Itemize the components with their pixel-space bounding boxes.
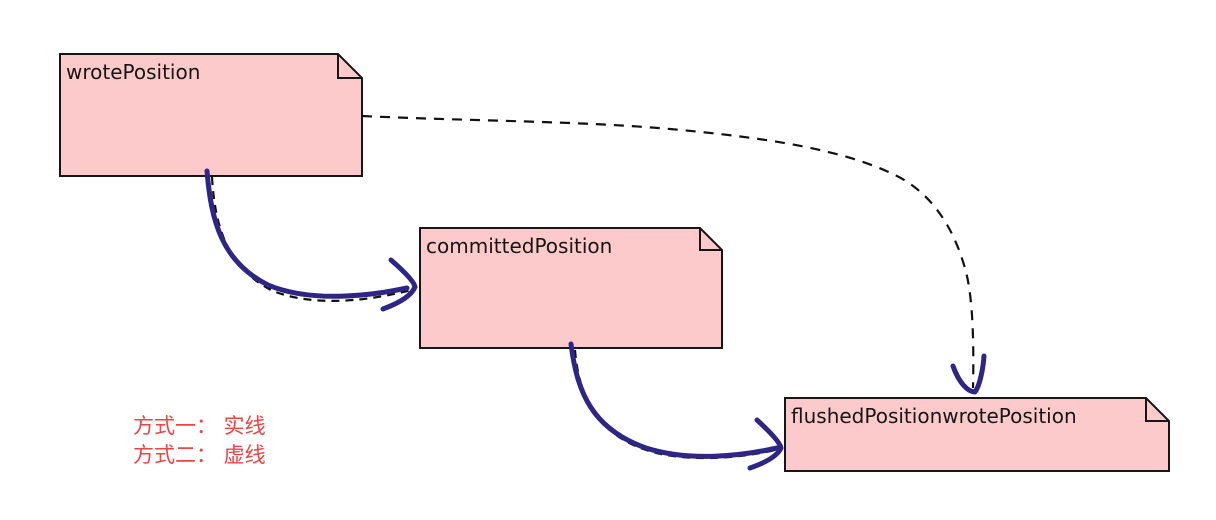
arrowhead-flushed-top-icon (950, 353, 987, 395)
edge-wrote-to-committed-solid (204, 168, 410, 299)
legend-line-1: 方式一： 实线 (133, 414, 266, 438)
note-wrote-position-fold-icon (337, 54, 362, 79)
arrowhead-committed-left-icon (380, 257, 418, 312)
note-committed-position-fold-icon (699, 228, 722, 251)
note-committed-position-label: committedPosition (426, 234, 612, 258)
note-flushed-position: flushedPositionwrotePosition (784, 397, 1170, 472)
note-flushed-position-label: flushedPositionwrotePosition (791, 404, 1077, 428)
note-wrote-position: wrotePosition (59, 53, 363, 177)
note-committed-position: committedPosition (419, 227, 723, 349)
edge-wrote-to-committed-dashed (210, 176, 412, 302)
note-flushed-position-shape (784, 397, 1170, 472)
note-wrote-position-label: wrotePosition (66, 60, 200, 84)
edge-committed-to-flushed-dashed (573, 349, 781, 460)
legend-line-2: 方式二： 虚线 (133, 443, 266, 467)
edge-wrote-to-flushed-dashed (361, 114, 975, 389)
note-committed-position-shape (419, 227, 723, 349)
note-flushed-position-fold-icon (1145, 398, 1169, 422)
note-wrote-position-shape (59, 53, 363, 177)
arrowhead-flushed-left-icon (747, 417, 784, 471)
edge-committed-to-flushed-solid (568, 341, 780, 459)
legend: 方式一： 实线 方式二： 虚线 (133, 414, 266, 467)
